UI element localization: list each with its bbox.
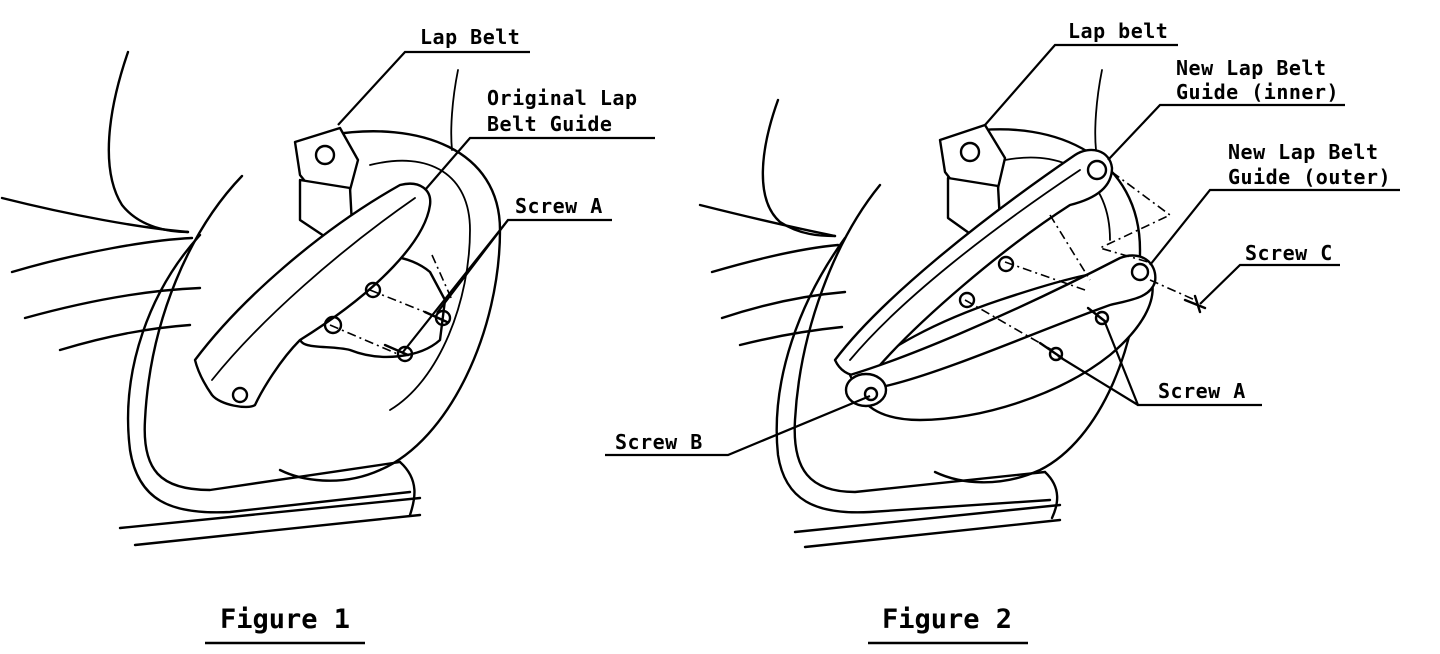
fig1-floor-line-1 [118, 496, 422, 530]
fig1-guide-groove [211, 197, 416, 381]
fig1-original-guide-bar [193, 182, 432, 409]
fig2-label-new-inner-2: Guide (inner) [1176, 80, 1339, 104]
fig2-floor-fold [1043, 470, 1059, 520]
fig1-screw-hole-1 [364, 281, 382, 299]
fig2-floor-line-1 [793, 503, 1062, 534]
fig2-label-lap-belt: Lap belt [1068, 19, 1168, 43]
fig2-seat-side-inner [793, 183, 1047, 494]
fig2-dash-line-3 [1097, 171, 1172, 263]
fig2-leader-screw-c [1199, 263, 1340, 305]
fig1-seat-line-3 [58, 323, 192, 352]
fig1-caption: Figure 1 [220, 604, 350, 635]
fig2-dash-line-2 [964, 299, 1053, 351]
fig1-leader-original-guide [424, 136, 655, 191]
fig1-screw-a-2 [383, 343, 414, 363]
fig1-label-lap-belt: Lap Belt [420, 25, 520, 49]
fig2-screw-a-1 [1086, 306, 1110, 326]
fig2-dash-line-4 [1149, 279, 1196, 301]
fig1-dash-line-3 [431, 254, 453, 301]
fig1-seat-side-panel [126, 233, 412, 514]
fig2-seat-side-panel [775, 236, 1052, 514]
fig1-label-screw-a: Screw A [515, 194, 603, 218]
fig1-label-original-guide-1: Original Lap [487, 86, 638, 110]
fig2-cover-oval [933, 128, 1142, 484]
fig1-seat-curve-left [0, 196, 190, 234]
fig2-outer-guide-end-hole [1130, 262, 1150, 282]
fig2-caption: Figure 2 [882, 604, 1012, 635]
fig2-label-new-outer-1: New Lap Belt [1228, 140, 1379, 164]
fig1-cover-oval [278, 130, 502, 482]
fig1-floor-line-2 [133, 513, 422, 547]
fig2-screw-hole-b [863, 386, 879, 402]
fig2-leader-inner-guide [1107, 103, 1345, 161]
figure-2: Lap belt New Lap Belt Guide (inner) New … [605, 19, 1400, 645]
fig2-dash-line-1 [1004, 261, 1086, 291]
fig2-screw-c [1183, 294, 1207, 314]
fig2-dash-line-5 [1049, 214, 1091, 281]
fig1-screw-hole-2 [323, 315, 343, 335]
fig2-leader-lap-belt [984, 43, 1178, 126]
fig2-floor-line-2 [803, 518, 1062, 549]
fig2-label-new-outer-2: Guide (outer) [1228, 165, 1391, 189]
fig1-floor-fold [398, 460, 416, 517]
fig1-back-vertical [450, 69, 459, 151]
fig2-label-screw-a: Screw A [1158, 379, 1246, 403]
fig1-label-original-guide-2: Belt Guide [487, 112, 612, 136]
fig2-inner-guide-end-hole [1086, 159, 1108, 181]
fig2-back-vertical [1094, 69, 1103, 151]
fig2-seat-back-outline [761, 98, 837, 238]
fig2-seat-line-1 [710, 243, 840, 274]
fig2-label-new-inner-1: New Lap Belt [1176, 56, 1327, 80]
fig2-screw-hole-1 [997, 255, 1015, 273]
fig1-seat-line-2 [23, 286, 202, 320]
figure-1: Lap Belt Original Lap Belt Guide Screw A… [0, 25, 655, 645]
fig2-inner-guide-groove [849, 169, 1081, 361]
fig1-guide-end-hole [231, 386, 249, 404]
fig1-buckle-hole [314, 144, 336, 166]
fig2-label-screw-c: Screw C [1245, 241, 1333, 265]
fig2-screw-hole-2 [958, 291, 976, 309]
fig2-seat-curve-left [698, 203, 837, 238]
fig1-cover-inner [369, 159, 471, 411]
fig1-dash-line-2 [329, 324, 401, 356]
fig2-leader-outer-guide [1149, 188, 1400, 266]
fig1-screw-a-1 [423, 309, 452, 327]
fig1-leader-screw-a [436, 218, 612, 314]
fig1-leader-screw-a-2 [402, 219, 509, 353]
fig1-seat-side-inner [143, 174, 402, 492]
fig2-buckle-hole [959, 141, 981, 163]
fig1-seat-line-1 [10, 236, 194, 274]
fig1-leader-lap-belt [337, 50, 530, 126]
fig2-seat-line-2 [720, 290, 847, 320]
fig2-leader-screw-b [605, 394, 871, 457]
fig1-seat-back-outline [107, 50, 190, 234]
fig2-label-screw-b: Screw B [615, 430, 703, 454]
fig2-leader-screw-a-2 [1057, 355, 1139, 406]
